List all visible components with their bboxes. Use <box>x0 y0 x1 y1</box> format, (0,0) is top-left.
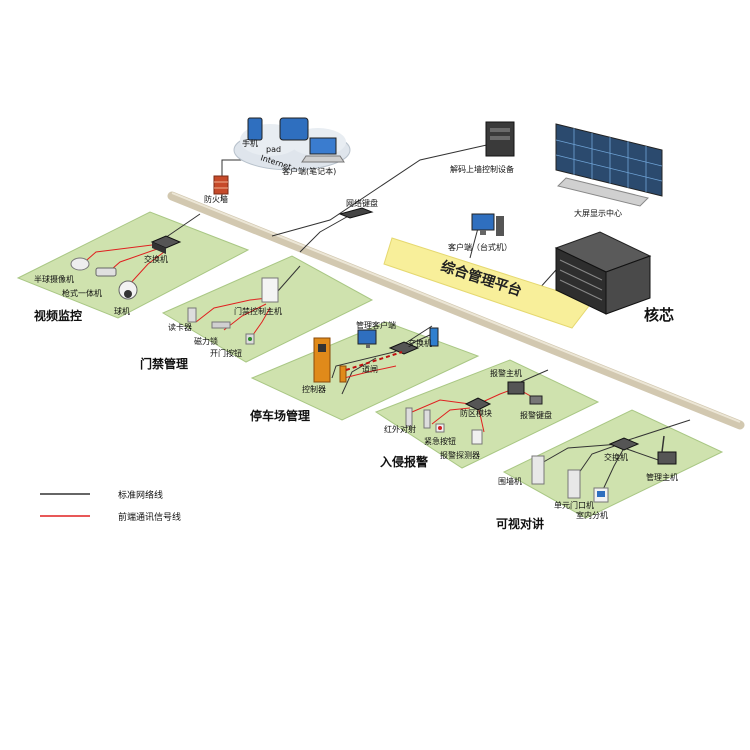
label-parking-switch: 交换机 <box>408 338 432 348</box>
intercom-manager <box>657 435 677 465</box>
label-ir-beam: 红外对射 <box>384 424 416 434</box>
ir-beam-detector <box>405 407 431 429</box>
net-line-keyboard <box>299 213 353 253</box>
label-video-wall: 大屏显示中心 <box>574 208 622 218</box>
decoder-server <box>485 121 515 157</box>
zone-parking-platform <box>250 321 480 421</box>
wall-unit <box>531 455 545 485</box>
title-intercom: 可视对讲 <box>496 516 544 531</box>
alarm-keypad <box>529 395 543 405</box>
core-server <box>554 231 652 315</box>
exit-button-device <box>245 333 255 345</box>
panic-button <box>435 423 445 433</box>
net-line-decoder <box>271 141 501 237</box>
label-indoor-unit: 室内分机 <box>576 510 608 520</box>
sig-video-3 <box>127 251 165 287</box>
label-maglock: 磁力锁 <box>194 336 218 346</box>
zone-platforms <box>16 211 724 519</box>
legend-network-label: 标准网络线 <box>118 489 163 501</box>
zone-intercom-platform <box>502 409 724 519</box>
label-wall-unit: 围墙机 <box>498 476 522 486</box>
label-detector: 报警探测器 <box>440 450 480 460</box>
video-switch <box>150 235 182 254</box>
parking-controller <box>313 337 331 383</box>
title-parking: 停车场管理 <box>250 408 310 423</box>
firewall-device <box>213 175 229 195</box>
video-wall-screens <box>555 128 663 192</box>
ball-camera <box>118 280 138 300</box>
label-parking-client: 管理客户端 <box>356 320 396 330</box>
label-access-controller: 门禁控制主机 <box>234 306 282 316</box>
label-door-unit: 单元门口机 <box>554 500 594 510</box>
label-laptop-client: 客户端(笔记本) <box>282 166 336 176</box>
platform-banner <box>383 237 593 329</box>
zone-video-platform <box>16 211 250 319</box>
legend-signal-label: 前端通讯信号线 <box>118 511 181 523</box>
intercom-switch <box>608 437 640 451</box>
network-keyboard <box>338 207 374 219</box>
label-phone: 手机 <box>242 138 258 148</box>
sig-intrusion-2 <box>431 407 471 425</box>
laptop-device <box>301 137 345 163</box>
net-line-video <box>161 213 201 241</box>
indoor-unit <box>593 487 609 503</box>
sig-parking-1 <box>343 365 397 379</box>
alarm-host <box>507 381 525 395</box>
magnetic-lock <box>211 321 231 329</box>
label-half-dome: 半球摄像机 <box>34 274 74 284</box>
backbone-bar <box>167 191 745 430</box>
label-intercom-manager: 管理主机 <box>646 472 678 482</box>
pad-device <box>279 117 309 141</box>
title-video: 视频监控 <box>34 308 82 323</box>
intercom-net-d <box>623 447 665 463</box>
video-wall <box>555 123 663 207</box>
label-alarm-host: 报警主机 <box>490 368 522 378</box>
sig-intrusion-1 <box>411 399 471 413</box>
label-pad: pad <box>266 145 281 154</box>
phone-device <box>247 117 263 141</box>
backbone-highlight <box>171 192 741 423</box>
bullet-camera <box>95 267 117 277</box>
parking-camera <box>429 327 439 347</box>
intercom-net-c <box>599 447 625 497</box>
label-intercom-switch: 交换机 <box>604 452 628 462</box>
label-net-keyboard: 网络键盘 <box>346 198 378 208</box>
legend: 标准网络线 前端通讯信号线 <box>40 489 181 523</box>
parking-net-c <box>405 333 433 347</box>
label-card-reader: 读卡器 <box>168 322 192 332</box>
door-unit <box>567 469 581 499</box>
label-ball: 球机 <box>114 306 130 316</box>
zone-module <box>464 397 492 411</box>
label-firewall: 防火墙 <box>204 194 228 204</box>
desktop-client <box>471 213 504 236</box>
zone-intrusion-platform <box>374 359 600 469</box>
label-zone-module: 防区模块 <box>460 408 492 418</box>
label-barrier: 道闸 <box>362 364 378 374</box>
title-intrusion: 入侵报警 <box>380 454 428 469</box>
sig-access-1 <box>195 297 269 323</box>
label-panic: 紧急按钮 <box>424 436 456 446</box>
half-dome-camera <box>70 257 90 271</box>
parking-client <box>357 329 377 348</box>
net-line-desktop <box>469 227 479 259</box>
label-video-switch: 交换机 <box>144 254 168 264</box>
label-parking-controller: 控制器 <box>302 384 326 394</box>
label-desktop-client: 客户端（台式机） <box>448 242 512 252</box>
label-decoder: 解码上墙控制设备 <box>450 164 514 174</box>
label-core: 核芯 <box>644 306 674 324</box>
zone-access-platform <box>161 255 374 363</box>
card-reader <box>187 307 197 323</box>
label-exit-button: 开门按钮 <box>210 348 242 358</box>
alarm-detector <box>471 429 483 445</box>
title-access: 门禁管理 <box>140 356 188 371</box>
net-line-intercom <box>621 419 691 443</box>
intercom-net-a <box>539 443 621 465</box>
access-controller <box>261 277 279 303</box>
barrier-gate <box>339 351 403 383</box>
label-bullet: 枪式一体机 <box>62 288 102 298</box>
label-alarm-keypad: 报警键盘 <box>520 410 552 420</box>
